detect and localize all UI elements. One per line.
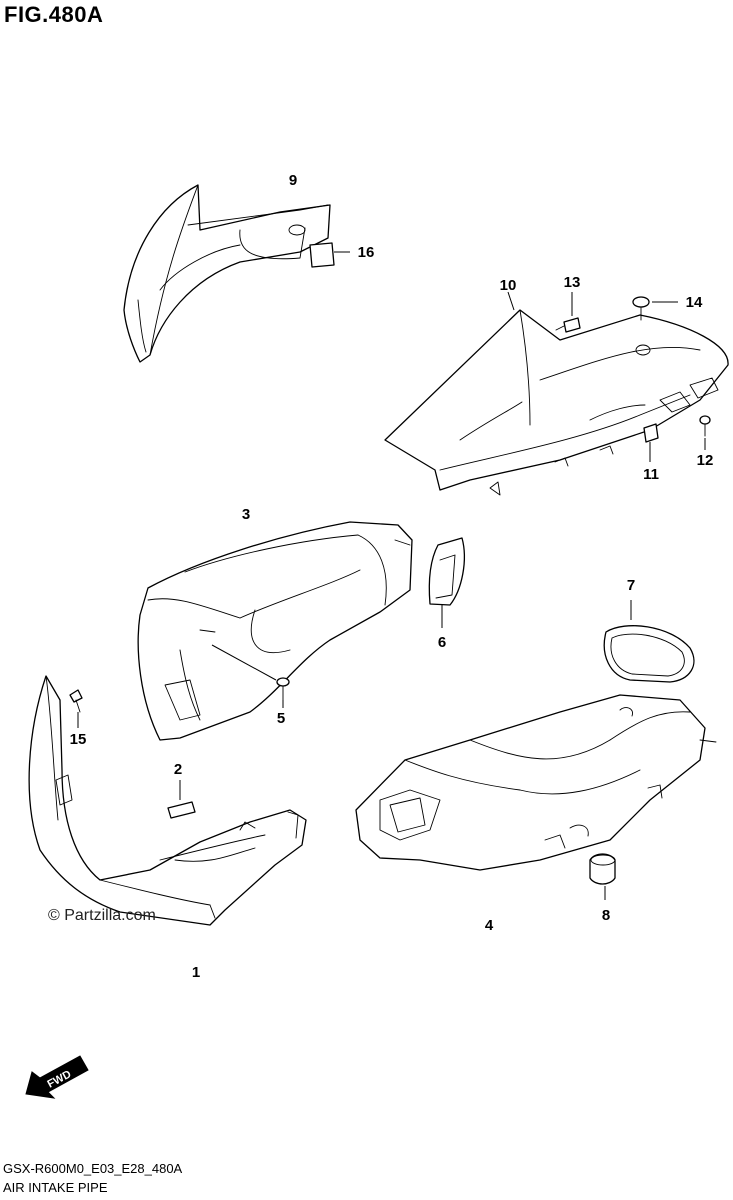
figure-name: AIR INTAKE PIPE	[3, 1180, 108, 1195]
part-16-label[interactable]	[309, 242, 350, 268]
part-7-seal-ring[interactable]	[603, 600, 695, 683]
part-9-inner-panel[interactable]	[123, 184, 331, 363]
callout-10: 10	[499, 277, 517, 294]
callout-16: 16	[357, 244, 375, 261]
figure-title: FIG.480A	[4, 2, 104, 27]
callout-14: 14	[685, 294, 703, 311]
callout-13: 13	[563, 274, 581, 291]
callout-2: 2	[173, 761, 183, 778]
part-4-air-intake-pipe[interactable]	[355, 694, 717, 871]
part-5-fastener[interactable]	[211, 644, 290, 708]
watermark: © Partzilla.com	[48, 907, 156, 924]
fwd-label: FWD	[46, 1068, 74, 1090]
part-14-fastener[interactable]	[632, 296, 678, 321]
fwd-arrow-icon: FWD	[25, 1055, 89, 1099]
callout-7: 7	[626, 577, 636, 594]
part-8-grommet[interactable]	[589, 853, 616, 900]
callout-12: 12	[696, 452, 714, 469]
callout-8: 8	[601, 907, 611, 924]
part-13-screw[interactable]	[555, 292, 581, 333]
part-3-air-intake-pipe[interactable]	[137, 521, 413, 741]
part-15-screw[interactable]	[69, 689, 83, 728]
callout-3: 3	[241, 506, 251, 523]
callout-11: 11	[643, 466, 659, 483]
callout-5: 5	[276, 710, 286, 727]
part-2-label[interactable]	[167, 780, 196, 819]
callout-6: 6	[437, 634, 447, 651]
part-6-seal[interactable]	[428, 537, 465, 628]
figure-code: GSX-R600M0_E03_E28_480A	[3, 1161, 183, 1176]
part-12-fastener[interactable]	[699, 415, 711, 450]
part-1-lower-panel[interactable]	[28, 675, 307, 926]
part-10-side-cover[interactable]	[384, 291, 729, 496]
callout-9: 9	[288, 172, 298, 189]
callout-4: 4	[484, 917, 494, 934]
part-11-clip[interactable]	[643, 423, 659, 462]
callout-1: 1	[191, 964, 201, 981]
callout-15: 15	[69, 731, 87, 748]
